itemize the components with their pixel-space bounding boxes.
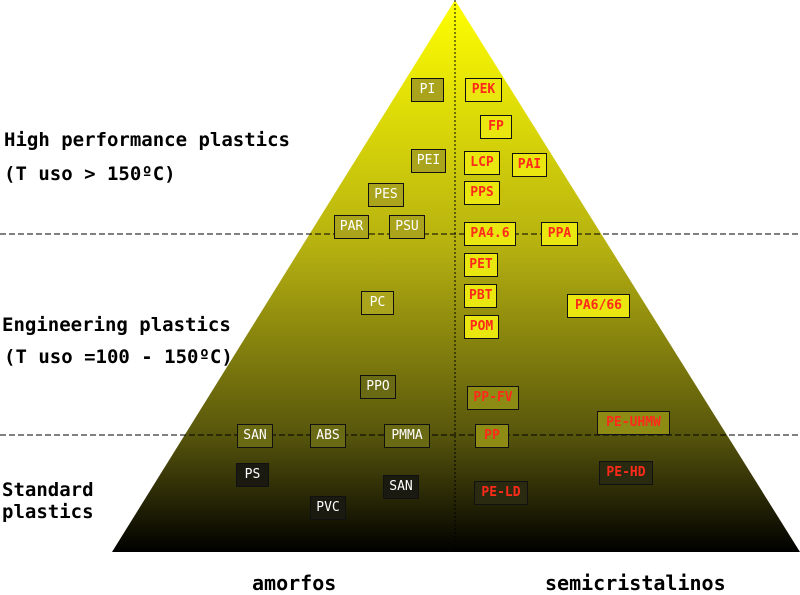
polymer-tag-pbt: PBT: [464, 284, 497, 308]
polymer-tag-pp: PP: [475, 424, 509, 448]
polymer-tag-pe-ld: PE-LD: [474, 481, 528, 505]
polymer-tag-san-2: SAN: [383, 475, 419, 499]
polymer-tag-pei: PEI: [411, 149, 446, 173]
polymer-tag-pom: POM: [464, 315, 499, 339]
polymer-tag-san: SAN: [237, 424, 273, 448]
polymer-tag-pek: PEK: [465, 78, 502, 102]
polymer-tag-pa6-66: PA6/66: [567, 294, 630, 318]
polymer-tag-ps: PS: [236, 463, 269, 487]
polymer-tag-abs: ABS: [310, 424, 346, 448]
polymer-tag-pps: PPS: [464, 181, 500, 205]
tier-engineering-title: Engineering plastics: [2, 314, 231, 336]
polymer-tag-ppa: PPA: [541, 222, 578, 246]
polymer-tag-pi: PI: [411, 78, 444, 102]
polymer-tag-pes: PES: [368, 183, 404, 207]
pyramid: [112, 0, 800, 552]
tier-high-range: (T uso > 150ºC): [4, 163, 176, 185]
polymer-tag-par: PAR: [334, 215, 369, 239]
polymer-tag-lcp: LCP: [464, 151, 500, 175]
polymer-tag-pc: PC: [361, 291, 394, 315]
polymer-tag-pe-hd: PE-HD: [599, 461, 653, 485]
polymer-tag-pai: PAI: [512, 153, 547, 177]
column-label-semicrystalline: semicristalinos: [545, 571, 726, 595]
polymer-tag-pp-fv: PP-FV: [467, 386, 519, 410]
polymer-tag-fp: FP: [480, 115, 512, 139]
tier-standard-title-line1: Standard: [2, 479, 94, 501]
polymer-tag-pe-uhmw: PE-UHMW: [597, 411, 670, 435]
polymer-tag-ppo: PPO: [360, 375, 396, 399]
column-label-amorphous: amorfos: [252, 571, 337, 595]
tier-engineering-range: (T uso =100 - 150ºC): [4, 346, 233, 368]
polymer-tag-psu: PSU: [389, 215, 425, 239]
polymer-tag-pmma: PMMA: [384, 424, 430, 448]
polymer-tag-pvc: PVC: [310, 496, 346, 520]
polymer-tag-pet: PET: [464, 253, 498, 277]
polymer-tag-pa46: PA4.6: [464, 222, 516, 246]
tier-standard-title-line2: plastics: [2, 501, 94, 523]
tier-high-title: High performance plastics: [4, 129, 290, 151]
